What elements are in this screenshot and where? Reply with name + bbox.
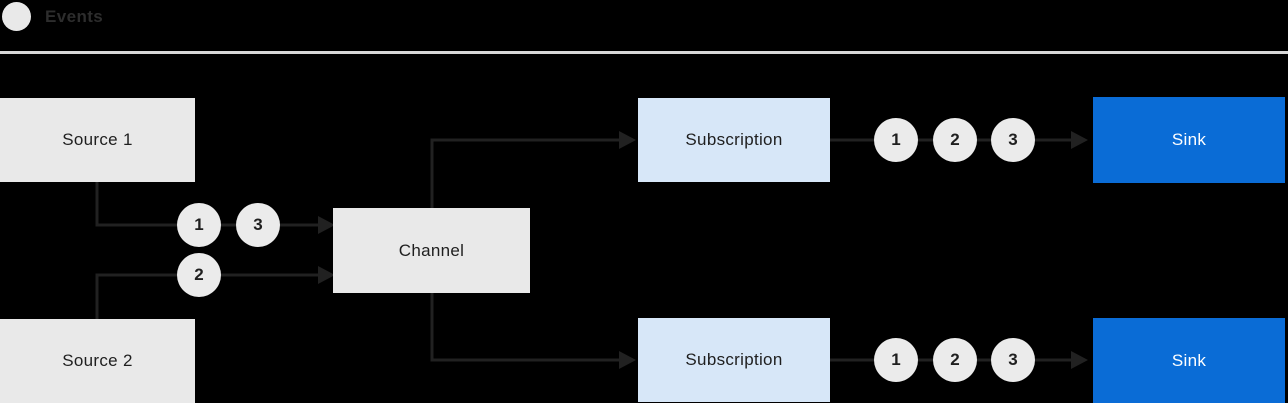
node-subscription-1: Subscription: [638, 98, 830, 182]
event-badge-number: 1: [194, 215, 204, 234]
event-badge: 1: [874, 338, 918, 382]
event-badge-number: 1: [891, 350, 901, 369]
node-source-2: Source 2: [0, 319, 195, 403]
event-badge-number: 2: [950, 350, 960, 369]
legend-divider: [0, 51, 1288, 54]
event-badge: 2: [933, 118, 977, 162]
arrowhead-channel-to-subscription2-icon: [619, 351, 636, 369]
event-badge-number: 3: [1008, 350, 1018, 369]
event-badge: 1: [177, 203, 221, 247]
event-badge-number: 2: [950, 130, 960, 149]
connector-source2-to-channel: [95, 273, 320, 320]
node-source-2-label: Source 2: [62, 351, 133, 370]
event-badge: 1: [874, 118, 918, 162]
node-sink-2: Sink: [1093, 318, 1285, 403]
events-legend-dot-icon: [2, 2, 31, 31]
event-badge-number: 2: [194, 265, 204, 284]
arrowhead-source2-to-channel-icon: [318, 266, 335, 284]
node-sink-1-label: Sink: [1171, 130, 1207, 149]
event-badge-number: 3: [253, 215, 263, 234]
event-badge-number: 3: [1008, 130, 1018, 149]
connector-channel-to-subscription2: [430, 292, 621, 362]
event-badge: 3: [991, 118, 1035, 162]
event-badge-number: 1: [891, 130, 901, 149]
arrowhead-channel-to-subscription1-icon: [619, 131, 636, 149]
node-sink-2-label: Sink: [1171, 350, 1207, 370]
event-badge: 2: [933, 338, 977, 382]
event-badge: 3: [236, 203, 280, 247]
node-channel: Channel: [333, 208, 530, 293]
node-subscription-2-label: Subscription: [685, 350, 783, 369]
events-legend-label: Events: [45, 7, 104, 26]
event-badge: 3: [991, 338, 1035, 382]
arrowhead-subscription2-to-sink2-icon: [1071, 351, 1088, 369]
node-subscription-2: Subscription: [638, 318, 830, 402]
event-badge: 2: [177, 253, 221, 297]
arrowhead-source1-to-channel-icon: [318, 216, 335, 234]
node-source-1: Source 1: [0, 98, 195, 182]
node-source-1-label: Source 1: [62, 130, 133, 149]
arrowhead-subscription1-to-sink1-icon: [1071, 131, 1088, 149]
node-subscription-1-label: Subscription: [685, 130, 783, 149]
node-channel-label: Channel: [398, 240, 465, 260]
node-sink-1: Sink: [1093, 97, 1285, 183]
connector-channel-to-subscription1: [430, 138, 621, 209]
